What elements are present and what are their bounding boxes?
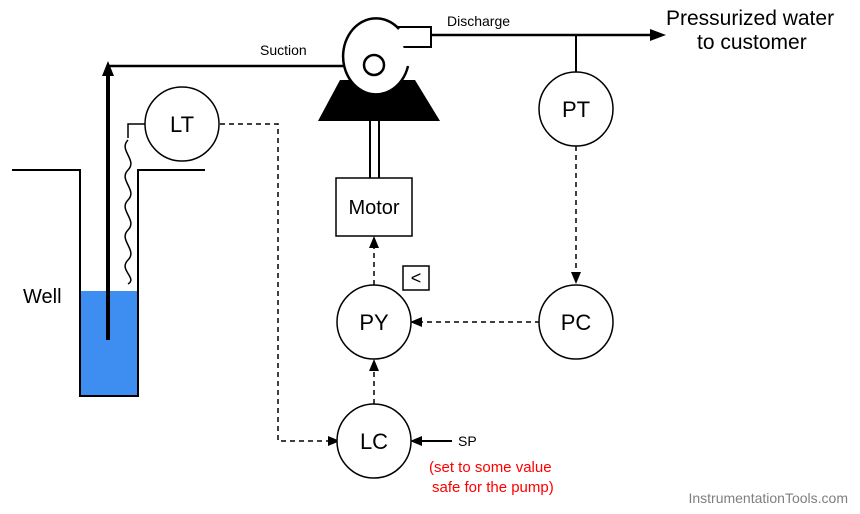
- lc-bubble: [336, 403, 412, 479]
- lt-tap: [127, 123, 145, 138]
- py-to-motor-arrow: [369, 236, 379, 248]
- watermark: InstrumentationTools.com: [688, 490, 848, 506]
- setpoint-note-line1: (set to some value: [429, 459, 552, 476]
- lt-bubble: [144, 86, 220, 162]
- pc-to-py-arrow: [410, 317, 422, 327]
- motor-shaft: [369, 121, 380, 178]
- output-label-line2: to customer: [697, 31, 807, 54]
- py-bubble: [336, 284, 412, 360]
- discharge-pipe: [431, 29, 666, 41]
- setpoint-arrow: [410, 436, 422, 446]
- pump-base: [318, 80, 440, 121]
- low-selector-box: [402, 265, 430, 291]
- lc-to-py-arrow: [369, 359, 379, 371]
- pc-tag: PC: [561, 310, 592, 335]
- py-tag: PY: [359, 310, 389, 335]
- setpoint-note-line2: safe for the pump): [432, 479, 554, 496]
- well-label: Well: [23, 286, 62, 308]
- lt-to-lc-arrow: [328, 436, 340, 446]
- centrifugal-pump: [318, 17, 440, 121]
- setpoint-label: SP: [458, 433, 477, 449]
- suction-pipe-arrow: [102, 61, 114, 76]
- lt-to-lc-signal: [220, 123, 330, 442]
- discharge-label: Discharge: [447, 13, 510, 29]
- level-sensing-wave: [124, 139, 132, 285]
- suction-pipe: [102, 60, 372, 340]
- pt-to-pc-arrow: [571, 272, 581, 284]
- output-label-line1: Pressurized water: [666, 7, 834, 30]
- pt-bubble: [538, 71, 614, 147]
- discharge-arrow: [650, 29, 666, 41]
- well-walls: [12, 169, 205, 397]
- pump-eye: [362, 53, 386, 77]
- pt-tag: PT: [562, 97, 590, 122]
- suction-label: Suction: [260, 42, 307, 58]
- low-selector-label: <: [411, 268, 422, 288]
- pc-bubble: [538, 284, 614, 360]
- lt-tag: LT: [170, 112, 194, 137]
- motor-label: Motor: [348, 197, 399, 219]
- motor-box: [335, 177, 413, 237]
- lc-tag: LC: [360, 429, 388, 454]
